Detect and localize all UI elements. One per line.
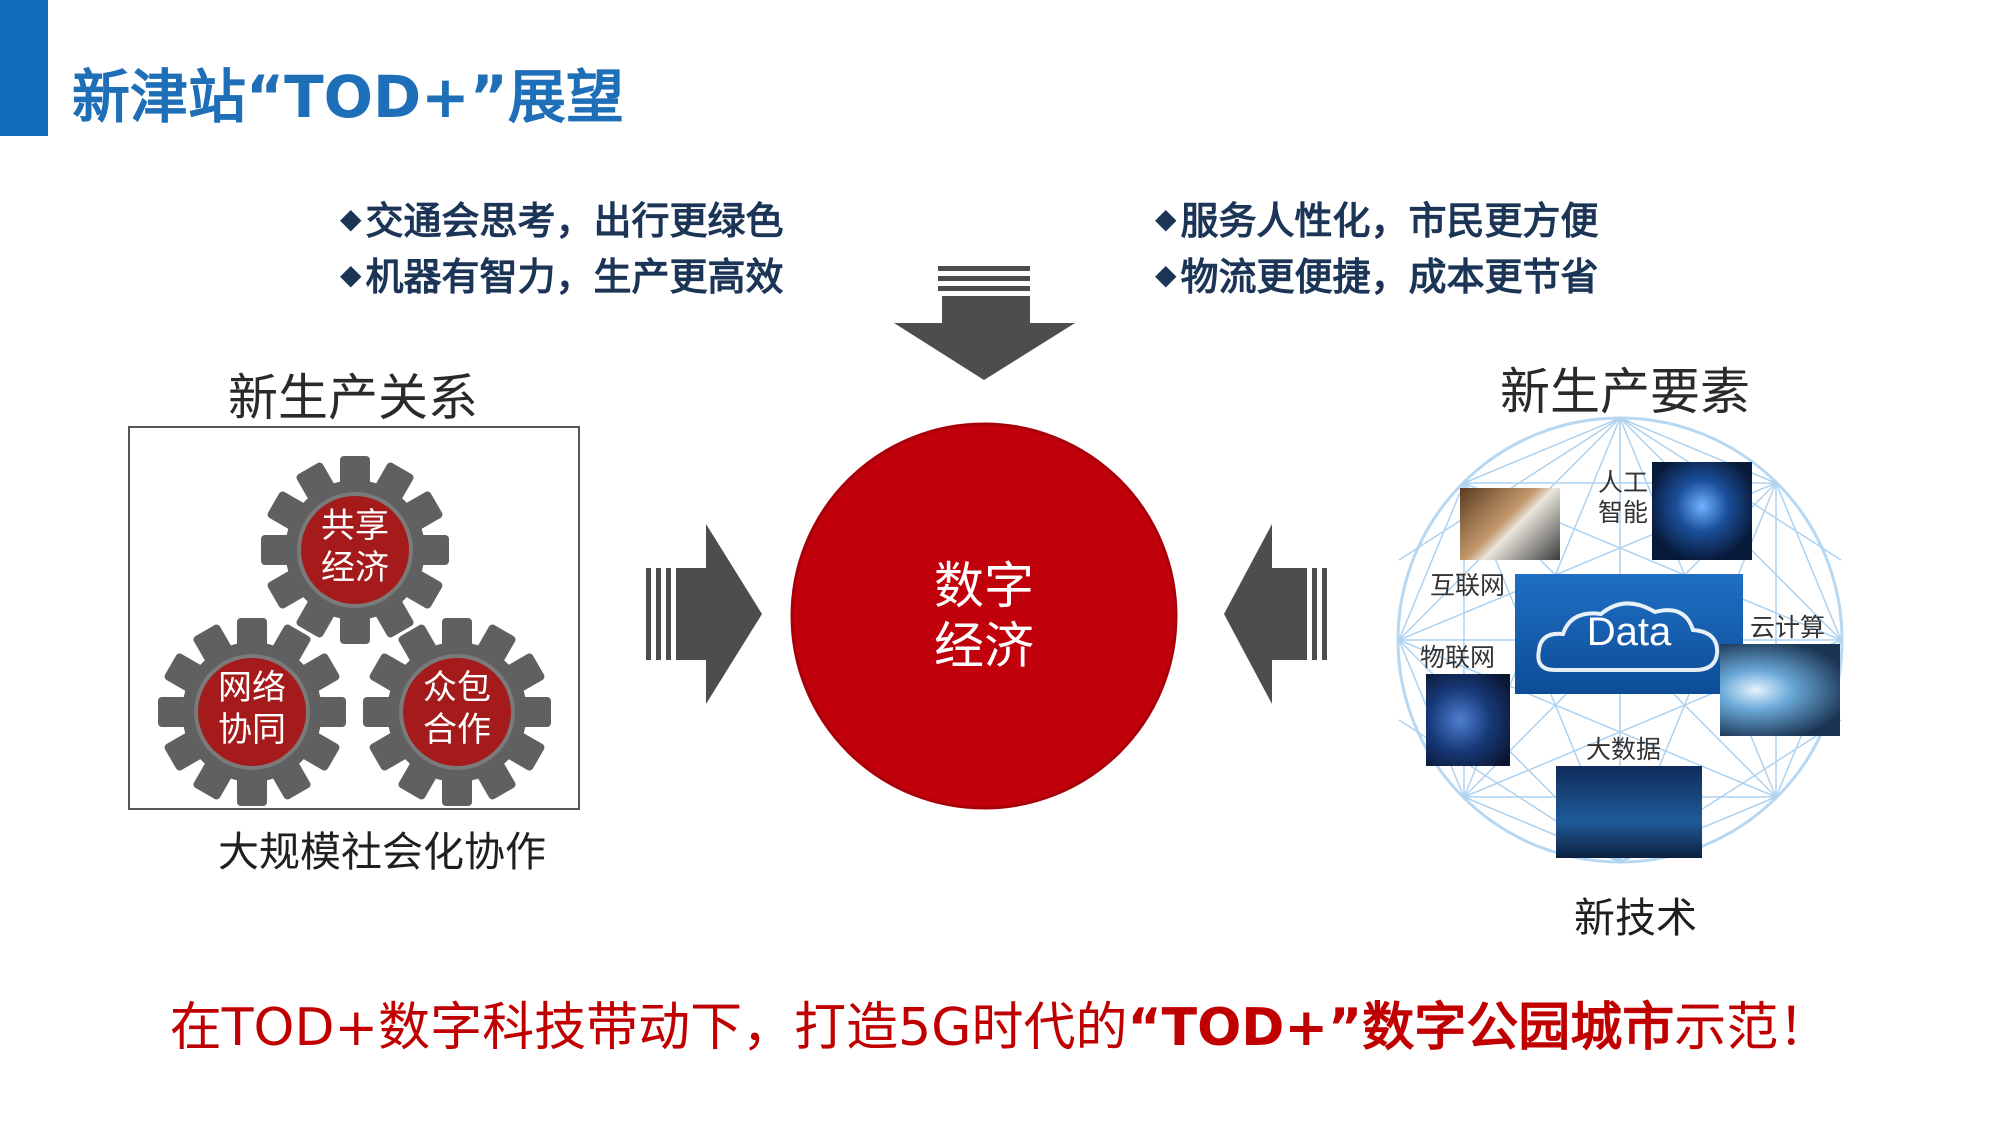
cloud-computing-image xyxy=(1720,644,1840,736)
gear-label-network: 网络 协同 xyxy=(218,668,286,750)
right-panel-heading: 新生产要素 xyxy=(1500,363,1750,421)
diamond-bullet-icon: ◆ xyxy=(1155,258,1177,291)
iot-image xyxy=(1426,674,1510,766)
left-arrow-icon xyxy=(1224,524,1327,704)
data-cloud-image: Data xyxy=(1515,574,1743,694)
bullet-left-2: ◆机器有智力，生产更高效 xyxy=(340,255,784,299)
diamond-bullet-icon: ◆ xyxy=(340,258,362,291)
page-title: 新津站“TOD+”展望 xyxy=(72,63,624,131)
header-accent-bar xyxy=(0,0,48,136)
bullet-right-2: ◆物流更便捷，成本更节省 xyxy=(1155,255,1599,299)
internet-label: 互联网 xyxy=(1430,571,1506,600)
right-arrow-icon xyxy=(646,524,762,704)
left-panel-caption: 大规模社会化协作 xyxy=(218,828,546,876)
gears-frame xyxy=(128,426,580,810)
diamond-bullet-icon: ◆ xyxy=(1155,202,1177,235)
gear-label-sharing: 共享 经济 xyxy=(321,506,389,588)
right-panel-caption: 新技术 xyxy=(1574,894,1697,942)
down-arrow-icon xyxy=(894,266,1075,380)
bullet-left-1: ◆交通会思考，出行更绿色 xyxy=(340,199,784,243)
center-label: 数字 经济 xyxy=(934,557,1034,675)
ai-image xyxy=(1652,462,1752,560)
bigdata-label: 大数据 xyxy=(1586,735,1662,764)
diamond-bullet-icon: ◆ xyxy=(340,202,362,235)
bigdata-image xyxy=(1556,766,1702,858)
gear-label-crowdsourcing: 众包 合作 xyxy=(423,668,491,750)
internet-image xyxy=(1460,488,1560,560)
ai-label: 人工 智能 xyxy=(1598,468,1649,527)
bullet-right-1: ◆服务人性化，市民更方便 xyxy=(1155,199,1599,243)
data-label: Data xyxy=(1586,610,1672,654)
left-panel-heading: 新生产关系 xyxy=(228,369,478,427)
iot-label: 物联网 xyxy=(1420,643,1496,672)
digital-economy-circle xyxy=(792,424,1176,808)
cloud-computing-label: 云计算 xyxy=(1750,613,1826,642)
cloud-icon xyxy=(1536,601,1720,672)
bottom-slogan: 在TOD+数字科技带动下，打造5G时代的“TOD+”数字公园城市示范！ xyxy=(169,998,1831,1058)
